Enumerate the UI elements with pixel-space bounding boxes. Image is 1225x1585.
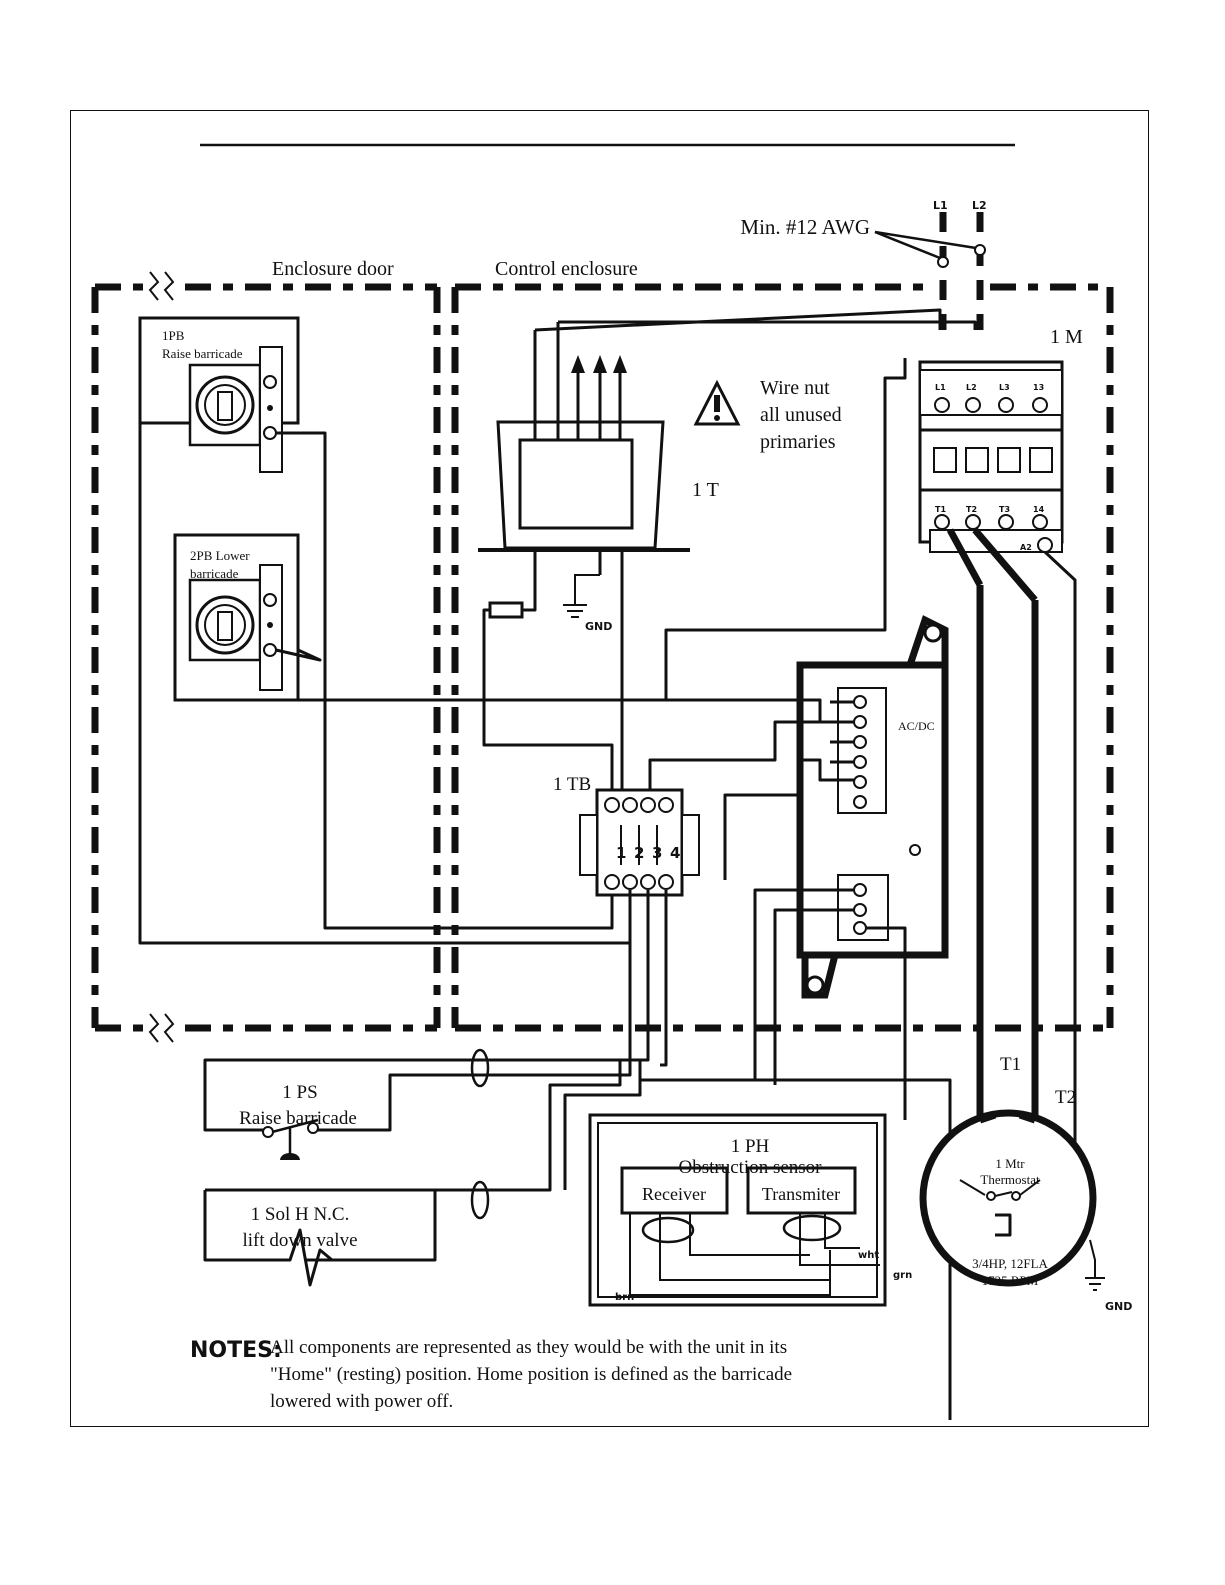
ph-label-line1: 1 PH <box>731 1136 770 1157</box>
ph-label-line2: Obstruction sensor <box>678 1157 822 1178</box>
motor-label-line4: 1725 RPM <box>982 1273 1039 1288</box>
receiver-label: Receiver <box>642 1184 706 1204</box>
solenoid-1sol <box>250 1228 350 1287</box>
starter-label: 1 M <box>1050 326 1083 348</box>
notes-title: NOTES: <box>190 1338 282 1363</box>
contactor-label-13: 13 <box>1033 383 1044 392</box>
incoming-power-lines <box>874 212 986 330</box>
warning-text-line2: all unused <box>760 404 842 426</box>
warning-text-line3: primaries <box>760 431 836 453</box>
t1-label: T1 <box>1000 1054 1021 1075</box>
wire-label-grn: grn <box>893 1270 912 1281</box>
contactor-label-l2: L2 <box>966 383 977 392</box>
t2-label: T2 <box>1055 1087 1076 1108</box>
pressure-switch-1ps <box>262 1118 319 1160</box>
awg-label: Min. #12 AWG <box>740 215 870 239</box>
contactor-1m <box>664 358 1064 700</box>
notes-line1: All components are represented as they w… <box>270 1337 787 1358</box>
pb2-label-line2: barricade <box>190 566 239 581</box>
control-board <box>796 615 949 999</box>
contactor-label-t2: T2 <box>966 505 977 514</box>
warning-text-line1: Wire nut <box>760 377 830 399</box>
contactor-label-t3: T3 <box>999 505 1010 514</box>
tb-number-3: 3 <box>652 844 662 862</box>
pushbutton-1pb <box>138 316 300 473</box>
diagram-frame <box>70 110 1149 1427</box>
contactor-label-t1: T1 <box>935 505 946 514</box>
fuse <box>482 595 614 790</box>
l1-label: L1 <box>933 199 948 212</box>
motor-1mtr <box>919 527 1105 1291</box>
notes-line2: "Home" (resting) position. Home position… <box>270 1364 792 1385</box>
enclosure-door-boundary <box>91 271 441 1043</box>
ps-label-line2: Raise barricade <box>239 1108 357 1129</box>
contactor-label-a2: A2 <box>1020 543 1032 552</box>
tb-number-4: 4 <box>670 844 680 862</box>
control-board-wiring <box>648 698 907 1120</box>
wire-label-brn: brn <box>615 1292 634 1303</box>
contactor-label-l3: L3 <box>999 383 1010 392</box>
contactor-label-14: 14 <box>1033 505 1045 514</box>
enclosure-door-label: Enclosure door <box>272 258 394 280</box>
terminal-block-1tb <box>579 788 700 897</box>
control-enclosure-label: Control enclosure <box>495 258 638 280</box>
ground-symbol-transformer <box>563 574 600 618</box>
pushbutton-2pb <box>173 533 300 702</box>
motor-label-line2: Thermostat <box>980 1172 1040 1187</box>
ps-label-line1: 1 PS <box>282 1082 317 1103</box>
obstruction-sensor-1ph <box>588 1113 887 1307</box>
sol-label-line1: 1 Sol H N.C. <box>251 1204 350 1225</box>
terminal-block-label: 1 TB <box>553 774 591 795</box>
door-wiring <box>138 423 800 945</box>
contactor-label-l1: L1 <box>935 383 946 392</box>
warning-icon <box>693 379 741 426</box>
gnd-label-motor: GND <box>1105 1300 1132 1313</box>
transmitter-label: Transmiter <box>762 1184 840 1204</box>
motor-label-line3: 3/4HP, 12FLA <box>972 1256 1048 1271</box>
control-enclosure-boundary <box>451 283 1114 1032</box>
notes-line3: lowered with power off. <box>270 1391 453 1412</box>
pb1-label-line2: Raise barricade <box>162 346 243 361</box>
motor-label-line1: 1 Mtr <box>995 1156 1025 1171</box>
wire-label-wht: wht <box>858 1250 879 1261</box>
pb2-label-line1: 2PB Lower <box>190 548 250 563</box>
gnd-label-transformer: GND <box>585 620 612 633</box>
transformer-label: 1 T <box>692 479 719 501</box>
tb-number-1: 1 <box>616 844 626 862</box>
sol-label-line2: lift down valve <box>242 1230 357 1251</box>
acdc-label: AC/DC <box>898 719 935 733</box>
l2-label: L2 <box>972 199 987 212</box>
pb1-label-line1: 1PB <box>162 328 185 343</box>
transformer-1t <box>478 308 977 790</box>
tb-number-2: 2 <box>634 844 644 862</box>
